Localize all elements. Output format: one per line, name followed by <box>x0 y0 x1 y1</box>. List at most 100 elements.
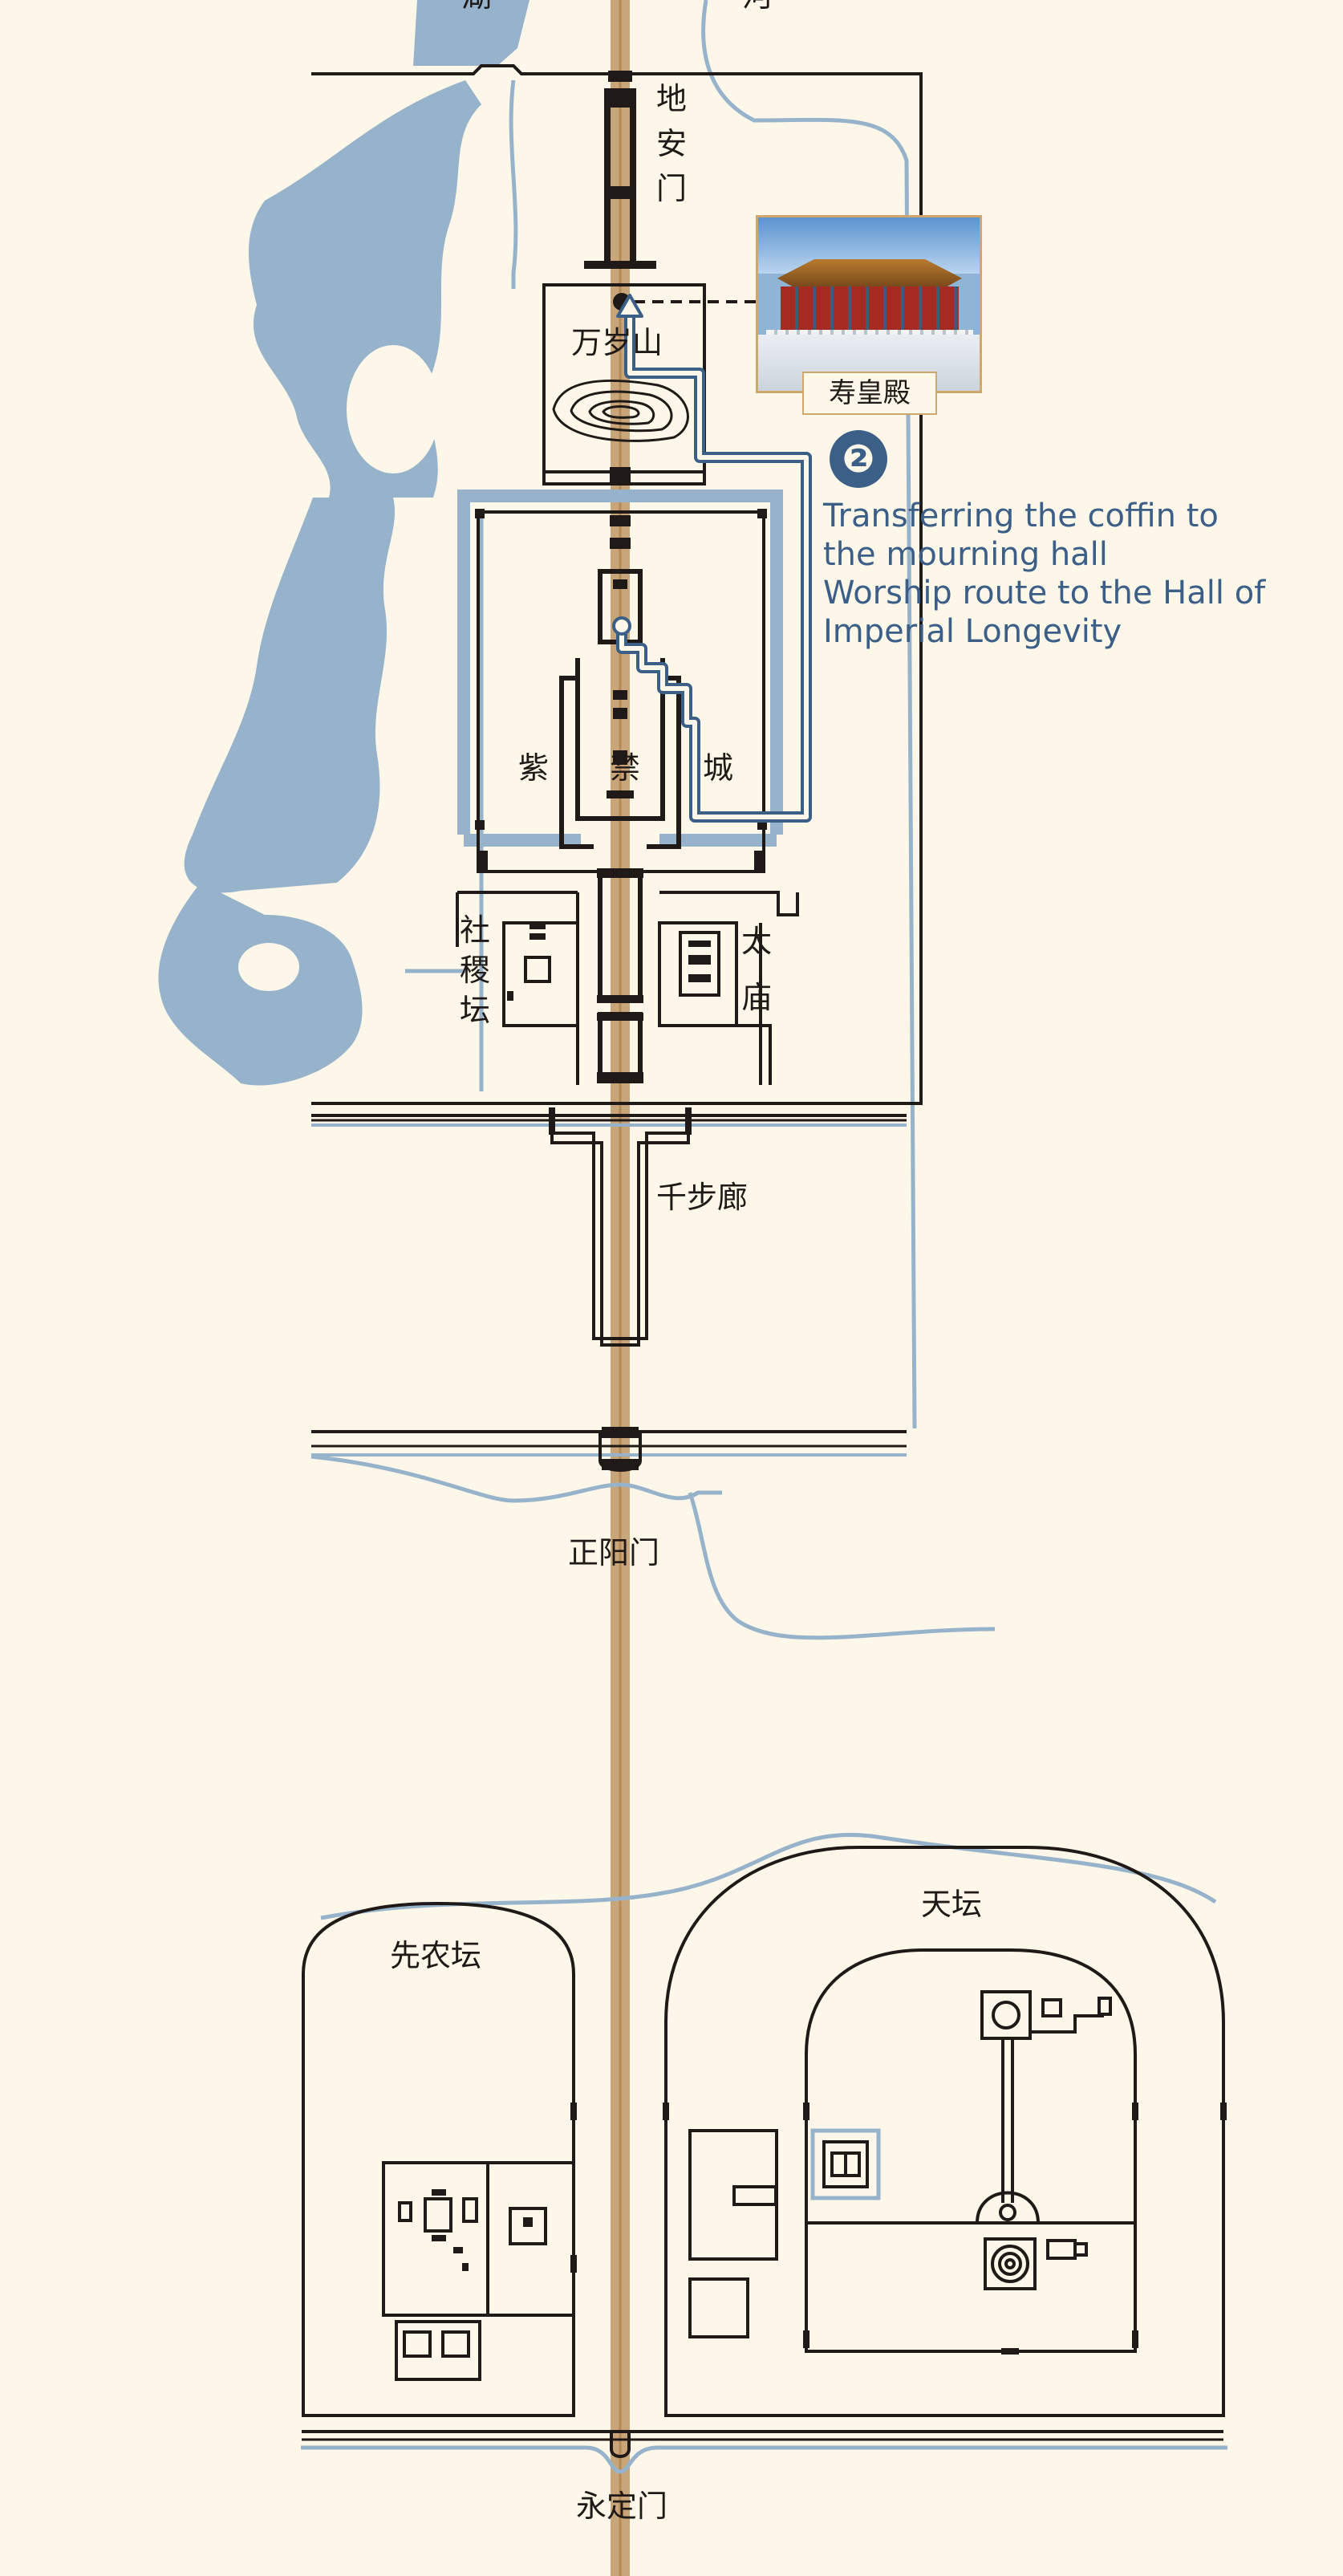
shejitan-mark-2 <box>529 933 546 940</box>
xian-nong-tan-complex <box>302 1901 575 2417</box>
label-yong-ding-men: 永定门 <box>576 2489 667 2524</box>
corner-nw <box>475 509 485 518</box>
corridor-outer <box>550 1107 690 1347</box>
zhengyang-mark-1 <box>602 1427 639 1438</box>
tt-gate-w2 <box>803 2103 809 2120</box>
label-forbidden-city-3: 城 <box>703 750 733 786</box>
rivers <box>301 0 1227 2474</box>
yong-ding-men-gate <box>302 2432 1223 2458</box>
xiannongtan-side-2 <box>462 2197 478 2223</box>
double-wall-lines <box>311 1119 907 1448</box>
taimiao-south <box>659 1024 772 1085</box>
tt-gate-e2 <box>1132 2103 1138 2120</box>
river-zhengyang <box>310 1454 722 1503</box>
huanqiu-side <box>1046 2239 1077 2260</box>
imperial-city-walls <box>302 64 1223 2433</box>
gate-bar-4 <box>597 1072 643 1083</box>
huanqiu-ring-1 <box>991 2245 1029 2283</box>
route-line-1: Transferring the coffin to <box>822 498 1219 534</box>
shejitan-mark-3 <box>507 991 513 1001</box>
xiannongtan-south <box>395 2320 481 2381</box>
corridor-inner <box>549 1132 692 1340</box>
xiannongtan-south-2 <box>441 2330 470 2358</box>
she-ji-tan-complex <box>456 891 579 1085</box>
label-forbidden-city-2: 禁 <box>610 750 640 786</box>
label-tai-miao-1: 太 <box>741 924 772 959</box>
river-yongding <box>301 2445 1227 2474</box>
photo-facade <box>781 286 959 335</box>
gate-bar-2 <box>597 995 643 1003</box>
gate-bar-right <box>630 96 636 265</box>
corner-sw <box>475 820 485 830</box>
tt-gate-se <box>1132 2330 1138 2348</box>
contour-1 <box>552 379 689 442</box>
gate-block-3 <box>604 186 636 199</box>
label-wan-sui-shan: 万岁山 <box>571 325 663 360</box>
hall-mark-2 <box>613 690 627 700</box>
route-number-badge <box>830 430 887 488</box>
xnt-mark-1 <box>432 2189 446 2196</box>
xiannongtan-altar <box>509 2207 547 2245</box>
label-di-an-men-2: 安 <box>656 126 687 161</box>
label-zheng-yang-men: 正阳门 <box>568 1535 659 1570</box>
xnt-gate-e2 <box>570 2255 577 2273</box>
huanqiu-ring-2 <box>998 2252 1022 2276</box>
route-line-2: the mourning hall <box>823 536 1108 573</box>
axis-blocks <box>610 467 631 549</box>
hall-mark-4 <box>613 750 627 765</box>
xnt-mark-3 <box>453 2247 463 2253</box>
xiannongtan-hall <box>424 2197 452 2233</box>
huangqiongyu-arch <box>976 2191 1040 2224</box>
taimiao-mark-3 <box>688 974 711 982</box>
wumen-left <box>478 851 488 872</box>
huanqiu-side-2 <box>1073 2242 1088 2257</box>
xian-nong-tan-marks <box>432 2103 577 2273</box>
label-qian-bu-lang: 千步廊 <box>656 1180 748 1215</box>
qiniandian-side-2 <box>1098 1997 1112 2016</box>
gate-bar-3 <box>597 1013 643 1021</box>
qiniandian-side <box>1041 1998 1062 2017</box>
zhaigong-gate <box>732 2185 777 2206</box>
contour-2 <box>570 390 673 433</box>
wumen-right <box>754 851 764 872</box>
xiannongtan-south-1 <box>403 2330 432 2358</box>
taimiao-hall <box>679 931 720 997</box>
she-ji-tan-marks <box>507 923 546 1001</box>
axis-hall-marks <box>607 579 634 798</box>
xnt-mark-5 <box>523 2217 533 2227</box>
zhengyang-mark-2 <box>602 1459 639 1470</box>
axis-block-1 <box>610 467 631 483</box>
hall-mark-1 <box>613 579 627 589</box>
label-tai-miao-2: 庙 <box>741 980 772 1015</box>
qiniandian-base <box>980 1990 1032 2040</box>
moat-outline <box>457 490 783 835</box>
label-di-an-men-3: 门 <box>656 171 687 206</box>
axis-gate-bars <box>597 868 643 1083</box>
taimiao-mark-2 <box>688 955 711 965</box>
outer-courtyard-right <box>647 676 681 849</box>
tiantan-outer-wall <box>664 1846 1225 2417</box>
photo-roof <box>777 259 962 286</box>
contour-3 <box>588 400 655 425</box>
inner-courtyard <box>575 658 665 821</box>
mountain-contours <box>552 379 689 442</box>
hall-mark-5 <box>607 790 634 798</box>
hall-of-imperial-longevity-photo <box>756 215 982 393</box>
axis-block-3 <box>610 538 631 549</box>
lake-central <box>184 498 396 893</box>
xiannongtan-side-1 <box>398 2201 412 2222</box>
gate-block-1 <box>608 71 632 82</box>
xnt-gate-e <box>570 2103 577 2120</box>
lake-top <box>413 0 529 66</box>
label-tian-tan: 天坛 <box>921 1887 982 1922</box>
corner-ne <box>757 509 767 518</box>
tiantan-inner-wall <box>805 1948 1137 2353</box>
gate-base <box>584 261 656 269</box>
contour-4 <box>602 405 640 419</box>
route-inner <box>619 308 809 819</box>
tt-gate-sw <box>803 2330 809 2348</box>
zhaigong-blue-inner <box>822 2140 869 2188</box>
qiniandian-link <box>1030 2014 1104 2034</box>
small-island <box>238 943 299 991</box>
label-top-right-fragment: 河 <box>742 0 773 14</box>
